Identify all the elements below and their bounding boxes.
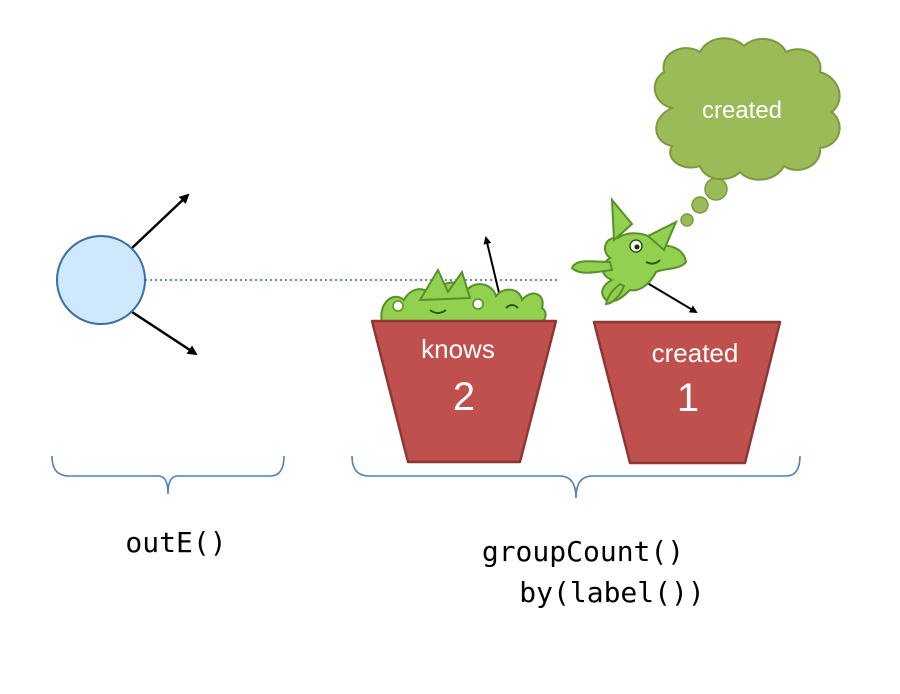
bucket-created: created 1 (592, 320, 782, 465)
bucket-knows: knows 2 (370, 319, 558, 464)
step-label-by-label: by(label()) (519, 576, 704, 609)
vertex-circle-icon (56, 235, 146, 325)
out-edge-arrow-up (131, 193, 190, 249)
step-label-oute: outE() (125, 526, 226, 559)
out-edge-arrow-down (131, 310, 198, 356)
thought-cloud-icon: created (653, 37, 841, 227)
bucket-knows-count: 2 (453, 375, 475, 419)
gremlin-pile-icon (380, 236, 547, 323)
bucket-created-label: created (652, 338, 739, 368)
bucket-knows-label: knows (421, 334, 495, 364)
step-label-groupcount: groupCount() (482, 535, 684, 568)
gremlin-mascot-icon (570, 197, 698, 314)
thought-bubble-text: created (702, 97, 782, 124)
vertex-group (56, 193, 198, 356)
bucket-icon (592, 320, 782, 465)
curly-brace-icon (51, 455, 285, 495)
bucket-created-count: 1 (677, 376, 699, 420)
bucket-icon (370, 319, 558, 464)
curly-brace-icon (351, 455, 801, 499)
